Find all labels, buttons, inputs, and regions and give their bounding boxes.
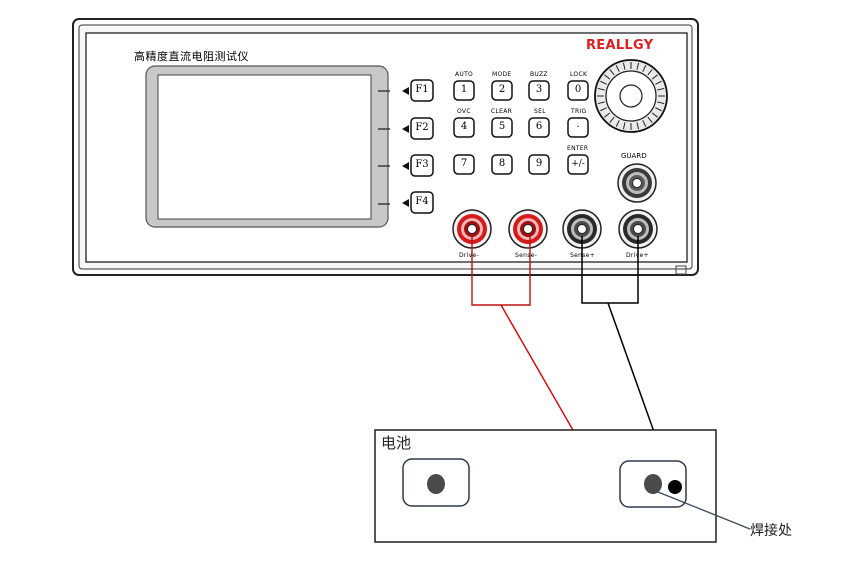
knob-grip-tick xyxy=(615,65,620,72)
knob-grip-tick xyxy=(622,62,626,70)
knob-grip-tick xyxy=(636,122,640,130)
key-6[interactable] xyxy=(528,117,550,138)
knob-grip-tick xyxy=(609,116,615,123)
key-plus-minus[interactable] xyxy=(567,154,589,175)
knob-grip-tick xyxy=(657,87,665,91)
caption-mode: MODE xyxy=(492,71,512,78)
key-8-label: 8 xyxy=(498,158,506,169)
knob-grip-tick xyxy=(604,74,611,80)
key-dot[interactable] xyxy=(567,117,589,138)
key-1-label: 1 xyxy=(460,84,468,95)
knob-grip-tick xyxy=(604,112,611,118)
drive-plus-label: Drive+ xyxy=(626,252,649,259)
caption-trig: TRIG xyxy=(571,108,587,115)
knob-grip-tick xyxy=(642,120,647,127)
knob-grip-tick xyxy=(655,80,662,85)
caption-ovc: OVC xyxy=(457,108,471,115)
function-keys xyxy=(402,79,434,214)
key-9[interactable] xyxy=(528,154,550,175)
knob-grip-tick xyxy=(600,80,607,85)
caption-lock: LOCK xyxy=(570,71,588,78)
key-7[interactable] xyxy=(453,154,475,175)
knob-grip-tick xyxy=(636,62,640,70)
key-6-label: 6 xyxy=(535,121,543,132)
key-dot-label: . xyxy=(576,119,580,130)
knob-grip-tick xyxy=(597,87,605,91)
instrument-title: 高精度直流电阻测试仪 xyxy=(134,50,249,63)
knob-grip-tick xyxy=(647,69,653,76)
key-7-label: 7 xyxy=(460,158,468,169)
battery-label: 电池 xyxy=(381,434,412,452)
weld-point-pointer xyxy=(652,489,751,530)
guard-terminal[interactable] xyxy=(617,163,657,203)
battery-terminal-left xyxy=(402,458,470,507)
knob-grip-tick xyxy=(615,120,620,127)
caption-enter: ENTER xyxy=(567,145,589,152)
key-5-label: 5 xyxy=(498,121,506,132)
caption-sel: SEL xyxy=(534,108,546,115)
key-2[interactable] xyxy=(491,80,513,101)
knob-grip-tick xyxy=(651,74,658,80)
key-3-label: 3 xyxy=(535,84,543,95)
knob-grip-tick xyxy=(597,101,605,105)
rotary-knob[interactable] xyxy=(594,59,668,133)
f1-key[interactable] xyxy=(402,79,434,102)
brand-logo: REALLGY xyxy=(586,38,654,53)
key-4-label: 4 xyxy=(460,121,468,132)
caption-auto: AUTO xyxy=(455,71,474,78)
knob-grip-tick xyxy=(600,107,607,112)
key-0[interactable] xyxy=(567,80,589,101)
key-5[interactable] xyxy=(491,117,513,138)
knob-grip-tick xyxy=(647,116,653,123)
caption-clear: CLEAR xyxy=(491,108,513,115)
terminal-sense-minus[interactable] xyxy=(508,209,548,249)
terminal-drive-plus[interactable] xyxy=(618,209,658,249)
sense-plus-label: Sense+ xyxy=(570,252,595,259)
battery-terminal-right xyxy=(619,460,687,508)
key-2-label: 2 xyxy=(498,84,506,95)
soft-key-markers xyxy=(378,90,390,205)
sense-minus-label: Sense- xyxy=(515,252,538,259)
f3-key[interactable] xyxy=(402,154,434,177)
guard-label: GUARD xyxy=(621,152,647,160)
f4-key[interactable] xyxy=(402,191,434,214)
knob-grip-tick xyxy=(642,65,647,72)
knob-grip-tick xyxy=(651,112,658,118)
terminal-drive-minus[interactable] xyxy=(452,209,492,249)
f2-key[interactable] xyxy=(402,117,434,140)
f4-key-label: F4 xyxy=(415,196,429,207)
weld-point-label: 焊接处 xyxy=(750,523,792,539)
f1-key-label: F1 xyxy=(415,84,429,95)
key-8[interactable] xyxy=(491,154,513,175)
f3-key-label: F3 xyxy=(415,159,429,170)
key-1[interactable] xyxy=(453,80,475,101)
drive-minus-label: Drive- xyxy=(459,252,479,259)
key-plus-minus-label: +/- xyxy=(571,159,585,169)
caption-buzz: BUZZ xyxy=(530,71,548,78)
knob-grip-tick xyxy=(609,69,615,76)
knob-grip-tick xyxy=(622,122,626,130)
key-0-label: 0 xyxy=(574,84,582,95)
knob-grip-tick xyxy=(657,101,665,105)
knob-grip-tick xyxy=(655,107,662,112)
key-9-label: 9 xyxy=(535,158,543,169)
key-4[interactable] xyxy=(453,117,475,138)
key-3[interactable] xyxy=(528,80,550,101)
lcd-screen xyxy=(145,65,389,228)
f2-key-label: F2 xyxy=(415,122,429,133)
keypad xyxy=(453,80,589,175)
